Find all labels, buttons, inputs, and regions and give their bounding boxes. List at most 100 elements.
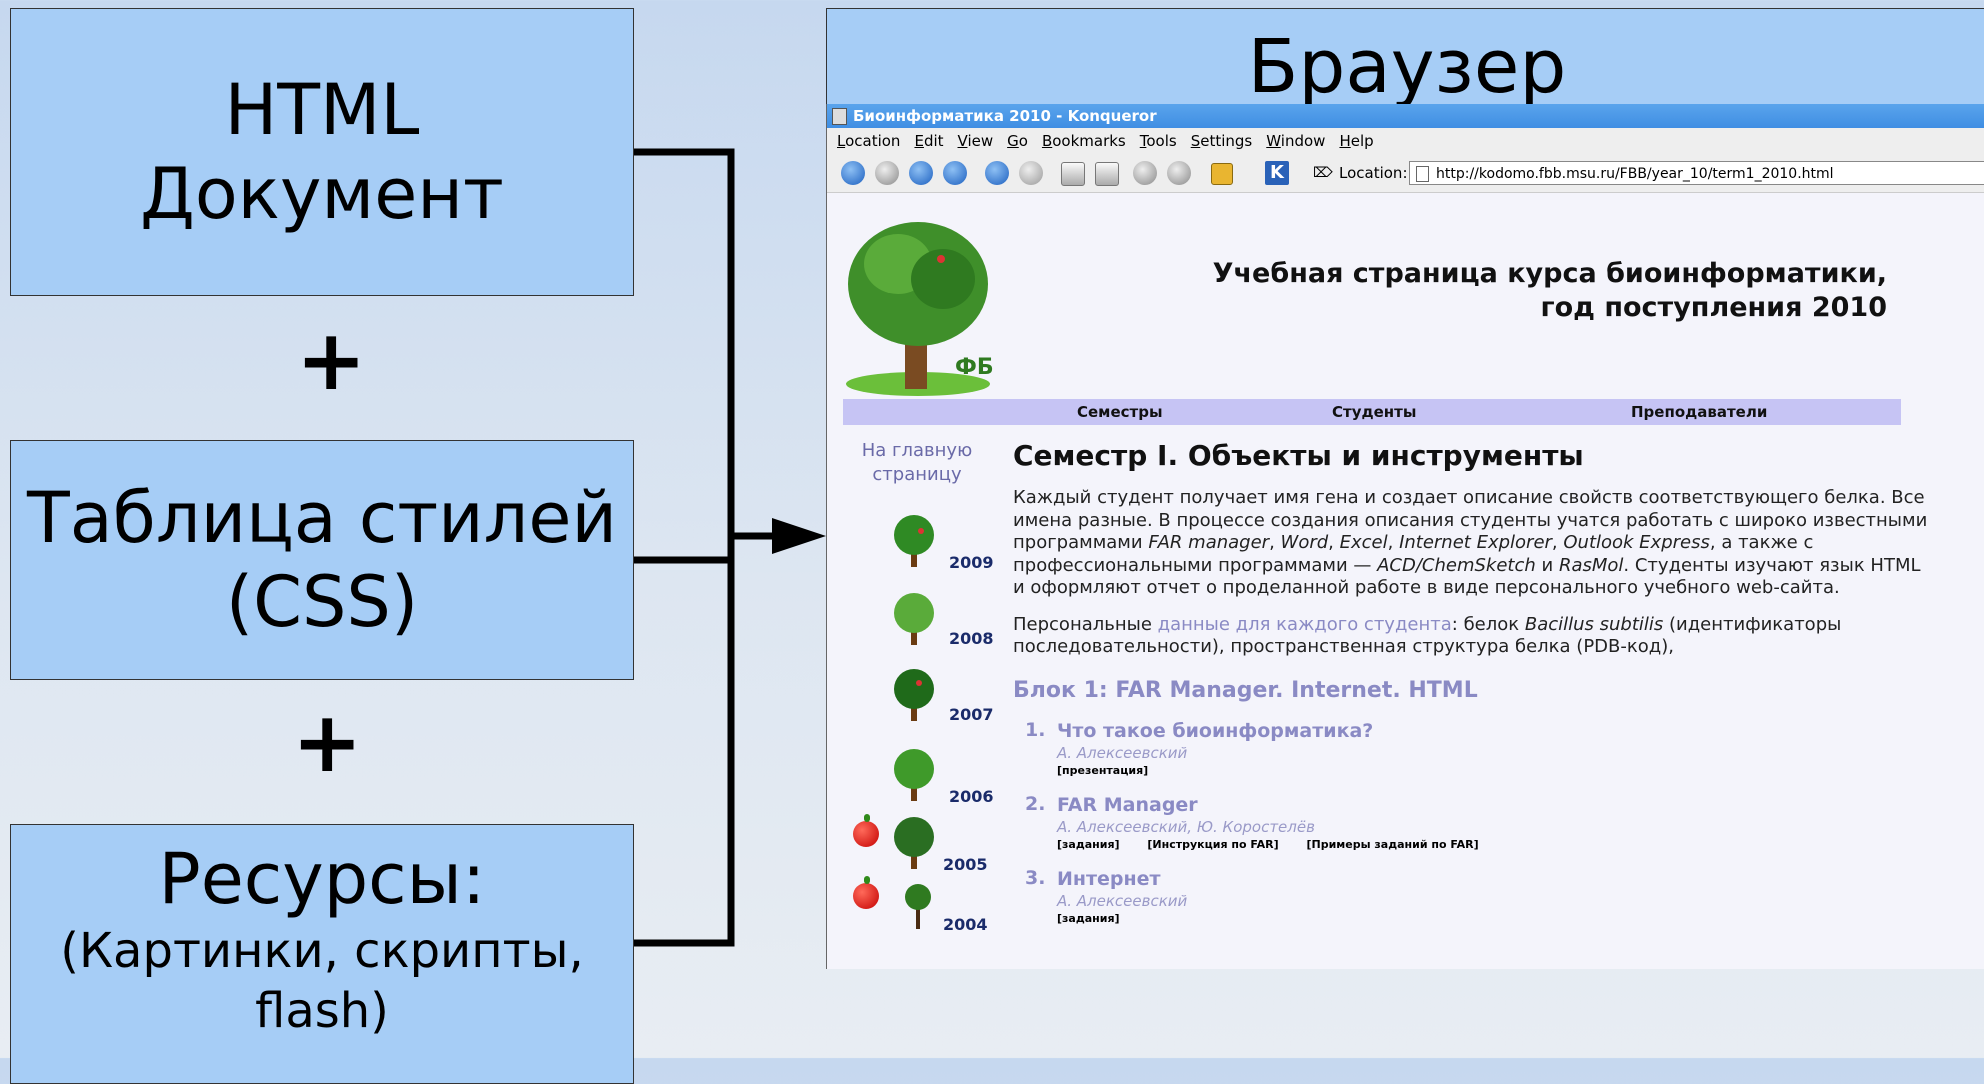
year-2005-link[interactable]: 2005 — [943, 855, 988, 874]
para1-far: FAR manager — [1148, 532, 1270, 553]
menu-label: iew — [967, 132, 994, 150]
para2-text: : белок — [1451, 613, 1525, 635]
presentation-link[interactable]: [презентация] — [1057, 763, 1149, 777]
menu-accelerator: S — [1190, 132, 1201, 150]
year-2007-link[interactable]: 2007 — [949, 705, 994, 724]
para2-text: Персональные — [1013, 613, 1158, 635]
list-item: 2. FAR Manager А. Алексеевский, Ю. Корос… — [1013, 793, 1933, 853]
tasks-link[interactable]: [задания] — [1057, 911, 1120, 925]
para1-rasmol: RasMol — [1558, 554, 1624, 576]
clear-location-icon[interactable]: ⌦ — [1313, 165, 1333, 181]
security-lock-icon[interactable] — [1211, 163, 1233, 185]
plus-sign-1: + — [296, 311, 367, 409]
konqueror-logo-icon[interactable]: K — [1265, 161, 1289, 185]
item-number: 3. — [1025, 866, 1046, 889]
tree-2004-icon[interactable] — [895, 875, 941, 933]
menu-item-edit[interactable]: Edit — [914, 132, 943, 150]
tasks-link[interactable]: [задания] — [1057, 837, 1120, 851]
resources-box-line1: Ресурсы: — [158, 838, 486, 920]
nav-teachers[interactable]: Преподаватели — [1631, 403, 1768, 421]
menu-item-location[interactable]: Location — [837, 132, 900, 150]
menu-item-go[interactable]: Go — [1007, 132, 1028, 150]
css-box-line2: (CSS) — [225, 561, 419, 643]
para1-text: . Студенты изучают язык HTML и оформляют… — [1013, 554, 1921, 599]
year-2008-link[interactable]: 2008 — [949, 629, 994, 648]
far-instructions-link[interactable]: [Инструкция по FAR] — [1147, 837, 1279, 851]
item-number: 2. — [1025, 792, 1046, 815]
tree-2008-icon[interactable] — [891, 589, 937, 647]
nav-students[interactable]: Студенты — [1332, 403, 1417, 421]
html-document-box: HTML Документ — [10, 8, 634, 296]
connector-lines — [634, 148, 826, 947]
para1-outlook: Outlook Express — [1563, 532, 1710, 553]
main-content: Семестр I. Объекты и инструменты Каждый … — [1013, 439, 1933, 927]
reload-icon[interactable] — [985, 161, 1009, 185]
url-input[interactable]: http://kodomo.fbb.msu.ru/FBB/year_10/ter… — [1409, 161, 1984, 185]
print-icon[interactable] — [1061, 162, 1085, 186]
home-link[interactable]: На главную страницу — [861, 440, 973, 485]
stop-icon[interactable] — [1019, 161, 1043, 185]
url-text: http://kodomo.fbb.msu.ru/FBB/year_10/ter… — [1436, 166, 1834, 182]
html-box-line1: HTML — [224, 69, 420, 151]
location-label: Location: — [1339, 164, 1408, 182]
item-author: А. Алексеевский, Ю. Коростелёв — [1057, 817, 1315, 836]
zoom-in-icon[interactable] — [1133, 161, 1157, 185]
item-title-link[interactable]: Интернет — [1057, 867, 1161, 890]
menu-item-window[interactable]: Window — [1266, 132, 1325, 150]
apple-icon — [853, 876, 879, 909]
far-examples-link[interactable]: [Примеры заданий по FAR] — [1306, 837, 1479, 851]
item-title-link[interactable]: Что такое биоинформатика? — [1057, 719, 1374, 742]
css-box-line1: Таблица стилей — [27, 477, 617, 559]
year-2009-link[interactable]: 2009 — [949, 553, 994, 572]
menu-accelerator: B — [1041, 132, 1053, 150]
year-2004-link[interactable]: 2004 — [943, 915, 988, 934]
menu-bar: Location Edit View Go Bookmarks Tools Settings… — [827, 128, 1984, 154]
menu-item-view[interactable]: View — [958, 132, 994, 150]
para2-organism: Bacillus subtilis — [1524, 613, 1664, 635]
menu-accelerator: E — [914, 132, 924, 150]
menu-label: dit — [923, 132, 944, 150]
menu-label: elp — [1350, 132, 1374, 150]
menu-accelerator: L — [837, 132, 846, 150]
menu-item-help[interactable]: Help — [1339, 132, 1373, 150]
menu-item-settings[interactable]: Settings — [1191, 132, 1253, 150]
tree-2007-icon[interactable] — [891, 665, 937, 723]
para1-text: , а также с профессиональными программам… — [1013, 532, 1814, 576]
semester-title: Семестр I. Объекты и инструменты — [1013, 439, 1584, 472]
forward-icon[interactable] — [875, 161, 899, 185]
student-data-link[interactable]: данные для каждого студента — [1157, 613, 1452, 635]
menu-item-tools[interactable]: Tools — [1140, 132, 1177, 150]
menu-accelerator: V — [957, 132, 968, 150]
course-title-line1: Учебная страница курса биоинформатики, — [1212, 258, 1887, 289]
bracket-line — [634, 148, 735, 947]
nav-semesters[interactable]: Семестры — [1077, 403, 1163, 421]
print-preview-icon[interactable] — [1095, 162, 1119, 186]
home-icon[interactable] — [943, 161, 967, 185]
back-icon[interactable] — [841, 161, 865, 185]
para1-text: Каждый студент получает имя гена и созда… — [1013, 487, 1928, 553]
menu-accelerator: G — [1007, 132, 1019, 150]
page-icon — [1416, 166, 1429, 182]
menu-label: indow — [1280, 132, 1326, 150]
window-title: Биоинформатика 2010 - Konqueror — [853, 107, 1157, 125]
para1-sep: , — [1551, 532, 1564, 553]
tree-2005-icon[interactable] — [891, 813, 937, 871]
menu-label: ocation — [845, 132, 901, 150]
app-icon — [832, 108, 847, 125]
up-icon[interactable] — [909, 161, 933, 185]
toolbar: K ⌦ Location: http://kodomo.fbb.msu.ru/F… — [827, 154, 1984, 193]
item-title-link[interactable]: FAR Manager — [1057, 793, 1198, 816]
window-titlebar[interactable]: Биоинформатика 2010 - Konqueror — [827, 104, 1984, 128]
year-2006-link[interactable]: 2006 — [949, 787, 994, 806]
zoom-out-icon[interactable] — [1167, 161, 1191, 185]
list-item: 1. Что такое биоинформатика? А. Алексеев… — [1013, 719, 1933, 779]
tree-2006-icon[interactable] — [891, 745, 937, 803]
course-title-line2: год поступления 2010 — [1540, 292, 1887, 323]
resources-box-line2: (Картинки, скрипты, flash) — [60, 923, 584, 1039]
para2-text: (идентификаторы последовательности), про… — [1013, 613, 1842, 658]
menu-item-bookmarks[interactable]: Bookmarks — [1042, 132, 1126, 150]
para1-sep: и — [1535, 554, 1559, 576]
css-box: Таблица стилей (CSS) — [10, 440, 634, 680]
logo-letters: ФББ — [955, 355, 993, 380]
tree-2009-icon[interactable] — [891, 511, 937, 569]
